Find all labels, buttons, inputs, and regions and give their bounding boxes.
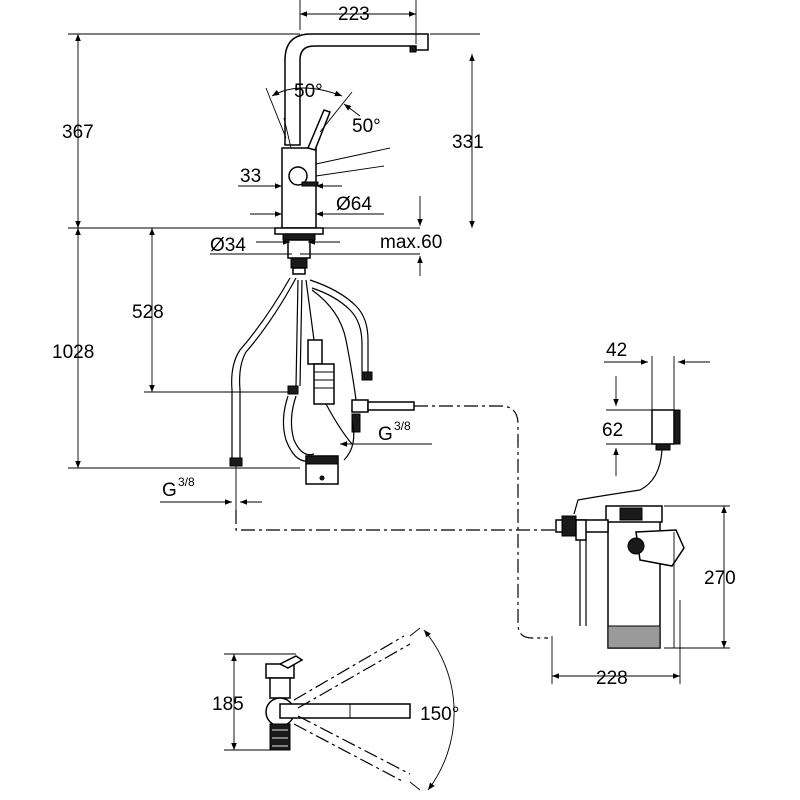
dimension-base-diameter: Ø64 xyxy=(250,194,384,217)
dimension-total-1028: 1028 xyxy=(52,228,94,468)
label-528: 528 xyxy=(132,302,164,323)
dimension-height-367: 367 xyxy=(62,34,94,228)
faucet-body xyxy=(274,33,429,275)
controller-unit: 42 62 xyxy=(573,340,710,515)
label-42: 42 xyxy=(606,340,627,361)
label-g-left-fraction: 3/8 xyxy=(178,475,195,489)
dimension-deck-thickness: max.60 xyxy=(380,196,442,276)
label-62: 62 xyxy=(602,420,623,441)
dimension-lever-width: 33 xyxy=(238,166,342,189)
label-367: 367 xyxy=(62,122,94,143)
label-lever-angle-side: 50° xyxy=(352,116,381,137)
label-o34: Ø34 xyxy=(210,235,246,256)
supply-hoses xyxy=(229,277,415,510)
label-150: 150° xyxy=(420,704,459,725)
swivel-top-view xyxy=(265,627,421,791)
dimension-spout-height: 331 xyxy=(452,54,484,228)
label-o64: Ø64 xyxy=(336,194,372,215)
dimension-swivel-height: 185 xyxy=(212,653,296,751)
label-331: 331 xyxy=(452,132,484,153)
label-185: 185 xyxy=(212,694,244,715)
label-g-right-fraction: 3/8 xyxy=(394,419,411,433)
dimension-swivel-angle: 150° xyxy=(420,629,459,791)
reference-lines xyxy=(68,0,480,469)
label-g-right: G xyxy=(378,424,393,445)
dimension-hose-528: 528 xyxy=(132,228,164,392)
label-270: 270 xyxy=(704,568,736,589)
connection-thread-labels: G 3/8 G 3/8 xyxy=(160,419,432,505)
dimension-lever-angles: 50° 50° xyxy=(265,81,391,165)
label-lever-angle-front: 50° xyxy=(294,81,323,102)
label-g-left: G xyxy=(162,480,177,501)
label-33: 33 xyxy=(240,166,261,187)
dimension-hole-diameter: Ø34 xyxy=(210,235,340,256)
dimension-filter-width: 228 xyxy=(551,600,681,689)
label-223: 223 xyxy=(338,4,370,25)
filter-unit xyxy=(555,505,685,649)
label-228: 228 xyxy=(596,668,628,689)
dimension-filter-height: 270 xyxy=(664,505,736,649)
dimension-spout-reach: 223 xyxy=(300,4,416,25)
label-max60: max.60 xyxy=(380,232,442,253)
label-1028: 1028 xyxy=(52,342,94,363)
connection-dashed-lines xyxy=(235,405,556,639)
